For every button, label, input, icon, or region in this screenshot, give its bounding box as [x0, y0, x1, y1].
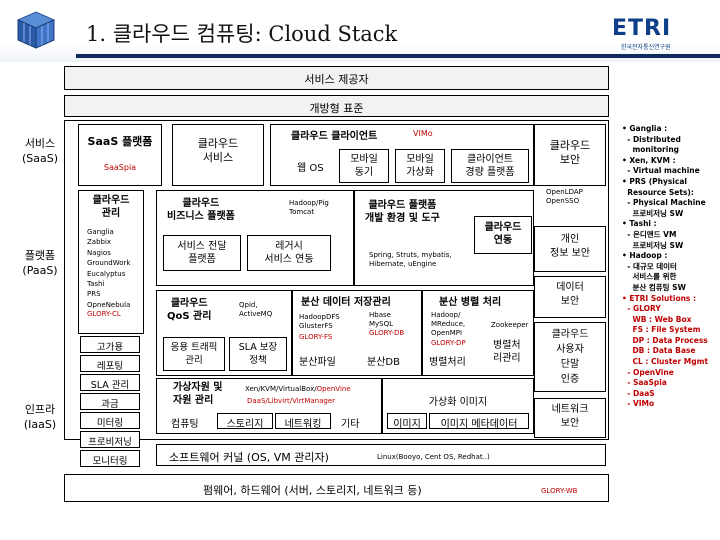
personal-info-security: 개인 정보 보안	[534, 226, 606, 272]
cloud-client: 클라우드 클라이언트 VIMo 웹 OS 모바일 동기 모바일 가상화 클라이언…	[270, 124, 534, 186]
mgmt-monitoring: 모니터링	[80, 450, 140, 467]
sidebar-note-line: - DaaS	[622, 388, 655, 398]
header-banner: 1. 클라우드 컴퓨팅: Cloud Stack ETRI 한국전자통신연구원	[0, 0, 720, 62]
traffic-management: 응용 트래픽 관리	[163, 337, 225, 371]
cloud-qos: 클라우드 QoS 관리 Qpid, ActiveMQ 응용 트래픽 관리 SLA…	[156, 290, 292, 376]
software-kernel-bar: 소프트웨어 커널 (OS, VM 관리자) Linux(Booyo, Cent …	[156, 444, 606, 466]
sidebar-note-line: - 대규모 데이터	[622, 261, 677, 271]
image-metadata-box: 이미지 메타데이터	[429, 413, 529, 430]
terminal-auth: 클라우드 사용자 단말 인증	[534, 322, 606, 392]
mgmt-reporting: 레포팅	[80, 355, 140, 372]
cloud-service: 클라우드 서비스	[172, 124, 264, 186]
sidebar-note-line: monitoring	[622, 145, 680, 155]
mobile-virt-box: 모바일 가상화	[395, 149, 445, 183]
data-security: 데이터 보안	[534, 276, 606, 318]
sidebar-note-line: - 온디맨드 VM	[622, 229, 677, 239]
sidebar-note-line: DB : Data Base	[622, 346, 696, 356]
etri-logo-subtitle: 한국전자통신연구원	[621, 44, 671, 51]
sidebar-note-line: - GLORY	[622, 304, 661, 314]
mgmt-high-availability: 고가용	[80, 336, 140, 353]
layer-saas: 서비스 (SaaS)	[21, 137, 59, 165]
cloud-management: 클라우드 관리 Ganglia Zabbix Nagios GroundWork…	[78, 190, 144, 334]
sidebar-note-line: • Ganglia :	[622, 124, 668, 133]
virtual-image: 가상화 이미지 이미지 이미지 메타데이터	[382, 378, 534, 434]
sidebar-note-line: DP : Data Process	[622, 335, 708, 345]
sidebar-note-line: - Distributed	[622, 134, 681, 144]
networking-box: 네트워킹	[275, 413, 331, 430]
parallel-processing: 분산 병렬 처리 Hadoop/ MReduce, OpenMPI GLORY-…	[422, 290, 534, 376]
cloud-stack-frame	[64, 120, 609, 440]
cloud-dev-platform: 클라우드 플랫폼 개발 환경 및 도구 Spring, Struts, myba…	[354, 190, 534, 286]
mgmt-metering: 미터링	[80, 412, 140, 429]
sidebar-note-line: • Xen, KVM :	[622, 155, 676, 165]
distributed-storage: 분산 데이터 저장관리 HadoopDFS GlusterFS GLORY-FS…	[292, 290, 422, 376]
lightweight-platform-box: 클라이언트 경량 플랫폼	[451, 149, 529, 183]
sidebar-note-line: FS : File System	[622, 325, 701, 335]
mgmt-sla: SLA 관리	[80, 374, 140, 391]
page-title: 1. 클라우드 컴퓨팅: Cloud Stack	[86, 22, 398, 46]
mgmt-billing: 과금	[80, 393, 140, 410]
cube-logo-icon	[8, 6, 64, 54]
mobile-sync-box: 모바일 동기	[339, 149, 389, 183]
hardware-bar: 펌웨어, 하드웨어 (서버, 스토리지, 네트워크 등) GLORY-WB	[64, 474, 609, 502]
sidebar-note-line: 서비스를 위한	[622, 272, 677, 282]
cloud-security: 클라우드 보안	[534, 124, 606, 186]
sidebar-note-line: - OpenVine	[622, 367, 674, 377]
header-underline	[76, 54, 720, 58]
sidebar-note-line: CL : Cluster Mgmt	[622, 357, 709, 367]
saas-platform: SaaS 플랫폼 SaaSpia	[78, 124, 162, 186]
sidebar-note-line: • PRS (Physical	[622, 176, 687, 186]
sidebar-note-line: WB : Web Box	[622, 314, 692, 324]
sidebar-note-line: 프로비저닝 SW	[622, 240, 684, 250]
cloud-integration: 클라우드 연동	[474, 216, 532, 254]
service-provider-bar: 서비스 제공자	[64, 66, 609, 90]
sidebar-note-line: 분산 컴퓨팅 SW	[622, 282, 686, 292]
sla-guarantee: SLA 보장 정책	[229, 337, 287, 371]
sidebar-note-line: - VIMo	[622, 399, 655, 409]
sidebar-note-line: • Hadoop :	[622, 251, 668, 261]
mgmt-provisioning: 프로비저닝	[80, 431, 140, 448]
sidebar-note-line: • Tashi :	[622, 219, 657, 229]
open-standard-bar: 개방형 표준	[64, 95, 609, 117]
network-security: 네트워크 보안	[534, 398, 606, 438]
layer-paas: 플랫폼 (PaaS)	[22, 249, 58, 277]
cloud-business-platform: 클라우드 비즈니스 플랫폼 Hadoop/Pig Tomcat 서비스 전달 플…	[156, 190, 354, 286]
sidebar-note-line: - Virtual machine	[622, 166, 700, 176]
image-box: 이미지	[387, 413, 427, 430]
storage-box: 스토리지	[217, 413, 273, 430]
security-note: OpenLDAP OpenSSO	[546, 188, 583, 205]
sidebar-note-line: 프로비저닝 SW	[622, 208, 684, 218]
layer-iaas: 인프라 (IaaS)	[23, 403, 57, 431]
sidebar-note-line: - SaaSpia	[622, 378, 667, 388]
legacy-service-link: 레거시 서비스 연동	[247, 235, 331, 271]
sidebar-note-line: Resource Sets):	[622, 187, 694, 197]
virtual-resource-management: 가상자원 및 자원 관리 Xen/KVM/VirtualBox/OpenVine…	[156, 378, 382, 434]
sidebar-note-line: - Physical Machine	[622, 198, 706, 208]
service-delivery-platform: 서비스 전달 플랫폼	[163, 235, 241, 271]
sidebar-notes: • Ganglia : - Distributed monitoring• Xe…	[622, 124, 718, 424]
etri-logo: ETRI	[612, 16, 672, 41]
sidebar-note-line: • ETRI Solutions :	[622, 293, 697, 303]
